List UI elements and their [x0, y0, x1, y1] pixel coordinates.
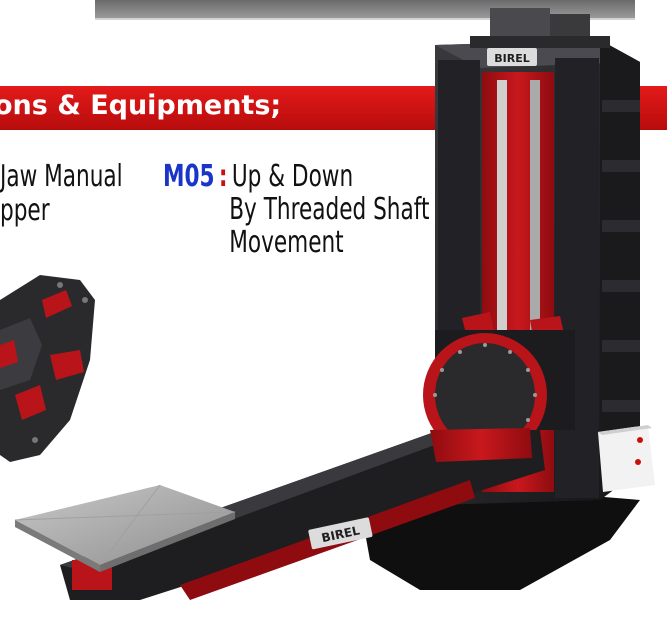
option-code: M05 — [163, 159, 215, 194]
option-m05-line2: By Threaded Shaft — [229, 192, 430, 227]
option-gripper-line1: Jaw Manual — [0, 159, 123, 194]
jaw-gripper-image — [0, 275, 95, 462]
option-m05-line1: Up & Down — [231, 159, 354, 194]
option-m05: M05:Up & Down By Threaded Shaft Movement — [163, 160, 429, 259]
option-m05-line3: Movement — [229, 225, 344, 260]
horizontal-arm: BIREL — [60, 428, 545, 600]
option-gripper: Jaw Manual pper — [0, 160, 123, 228]
option-gripper-line2: pper — [0, 193, 50, 228]
logo-top-text: BIREL — [494, 52, 529, 65]
rotary-table — [423, 330, 575, 457]
banner-title: ons & Equipments; — [0, 90, 282, 121]
option-separator: : — [218, 159, 228, 194]
work-plate — [14, 484, 236, 572]
control-box — [598, 425, 655, 492]
